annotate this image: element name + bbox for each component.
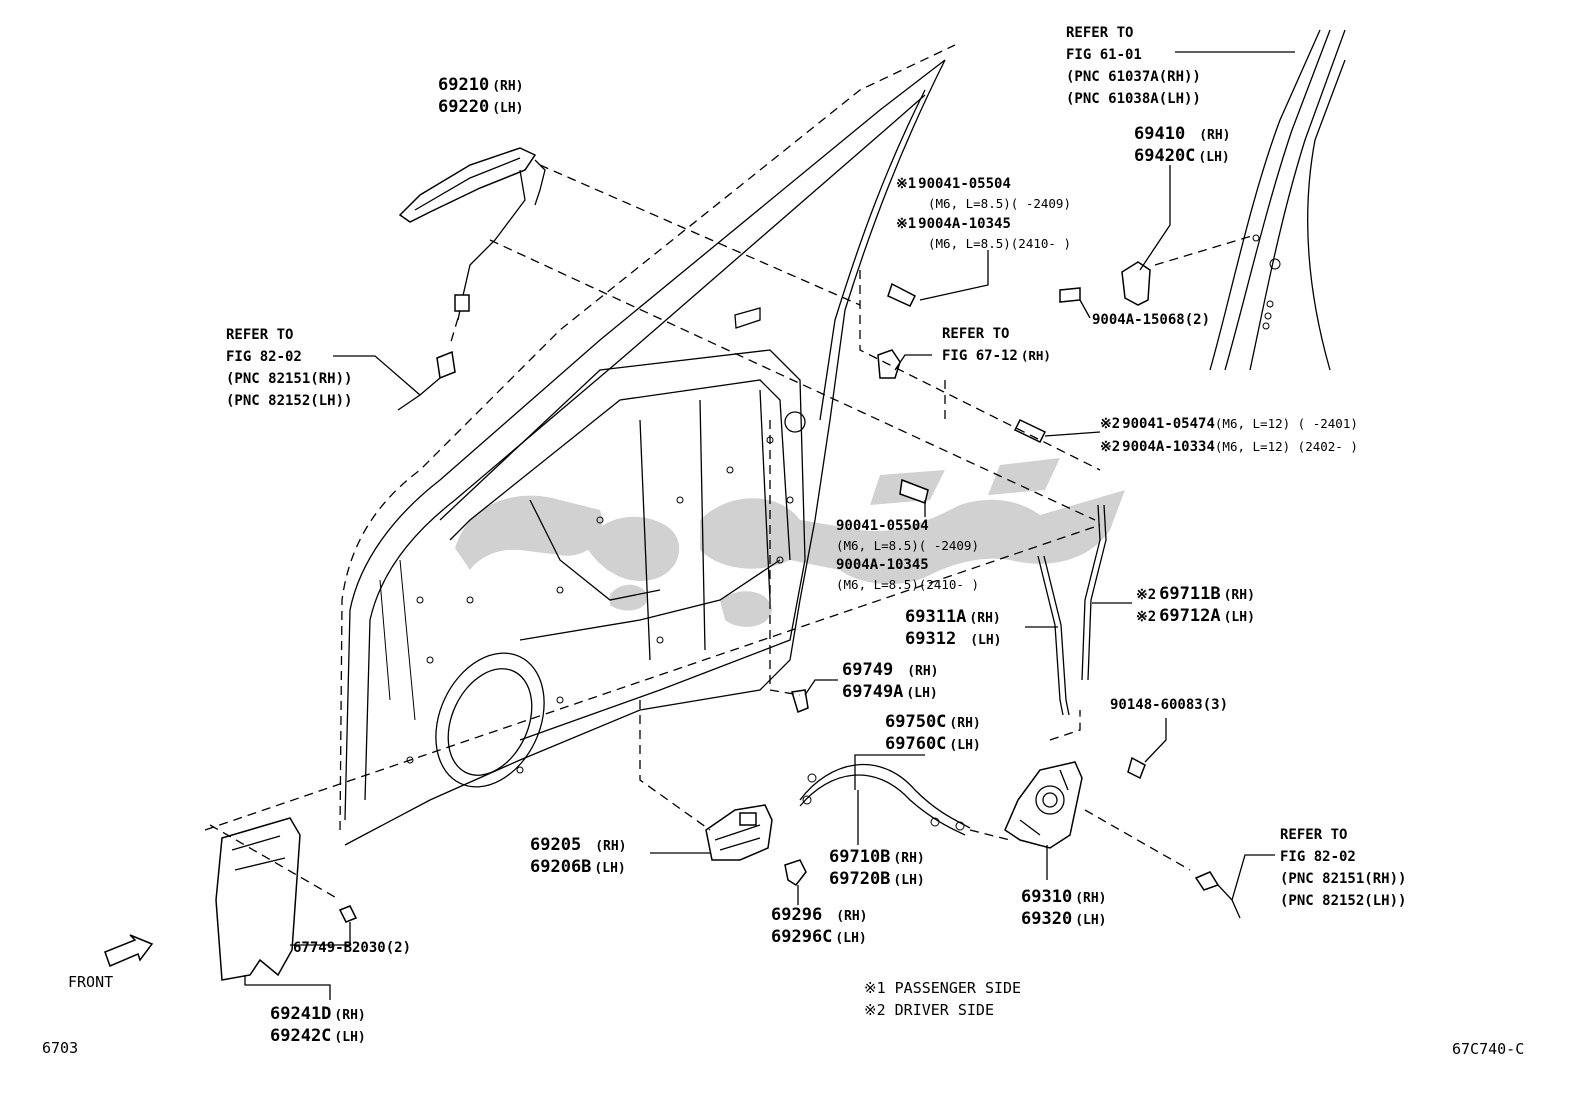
front-arrow-icon — [104, 934, 154, 968]
legend: ※1 PASSENGER SIDE ※2 DRIVER SIDE — [864, 979, 1021, 1019]
callout-69241d: 69241D(RH) 69242C(LH) — [270, 1004, 366, 1046]
callout-69710b: 69710B(RH) 69720B(LH) — [829, 847, 925, 889]
svg-text:REFER TO: REFER TO — [226, 327, 293, 343]
svg-text:FIG 61-01: FIG 61-01 — [1066, 47, 1142, 63]
callout-69410: 69410(RH) 69420C(LH) — [1134, 124, 1231, 166]
svg-text:69312(LH): 69312(LH) — [905, 629, 1002, 649]
svg-text:9004A-15068(2): 9004A-15068(2) — [1092, 312, 1210, 328]
svg-text:69749(RH): 69749(RH) — [842, 660, 939, 680]
svg-text:69241D(RH): 69241D(RH) — [270, 1004, 366, 1024]
svg-text:※1 PASSENGER SIDE: ※1 PASSENGER SIDE — [864, 979, 1021, 997]
figure-code: 67C740-C — [1452, 1040, 1524, 1058]
svg-text:(PNC 82151(RH)): (PNC 82151(RH)) — [226, 371, 352, 387]
svg-text:FIG 82-02: FIG 82-02 — [1280, 849, 1356, 865]
svg-text:90148-60083(3): 90148-60083(3) — [1110, 697, 1228, 713]
striker-and-bolts — [338, 261, 1241, 923]
callout-refer-61-01: REFER TO FIG 61-01 (PNC 61037A(RH)) (PNC… — [1066, 25, 1201, 107]
svg-text:(PNC 61038A(LH)): (PNC 61038A(LH)) — [1066, 91, 1201, 107]
body-pillar — [1209, 29, 1346, 371]
svg-text:(PNC 61037A(RH)): (PNC 61037A(RH)) — [1066, 69, 1201, 85]
svg-text:69242C(LH): 69242C(LH) — [270, 1026, 366, 1046]
projection-lines — [204, 164, 1256, 901]
door-lock — [1004, 761, 1083, 849]
svg-text:67749-B2030(2): 67749-B2030(2) — [293, 940, 411, 956]
svg-text:69220(LH): 69220(LH) — [438, 97, 524, 117]
svg-text:(M6, L=8.5)( -2409): (M6, L=8.5)( -2409) — [836, 538, 979, 553]
svg-text:69710B(RH): 69710B(RH) — [829, 847, 925, 867]
svg-text:69760C(LH): 69760C(LH) — [885, 734, 981, 754]
svg-text:69296(RH): 69296(RH) — [771, 905, 868, 925]
svg-text:90041-05504: 90041-05504 — [836, 518, 929, 534]
svg-text:9004A-10345: 9004A-10345 — [836, 557, 929, 573]
svg-text:69205(RH): 69205(RH) — [530, 835, 627, 855]
svg-text:69320(LH): 69320(LH) — [1021, 909, 1107, 929]
svg-text:REFER TO: REFER TO — [942, 326, 1009, 342]
svg-text:69720B(LH): 69720B(LH) — [829, 869, 925, 889]
svg-text:FIG 82-02: FIG 82-02 — [226, 349, 302, 365]
callout-refer-67-12: REFER TO FIG 67-12(RH) — [942, 326, 1051, 364]
page-code: 6703 — [42, 1039, 78, 1057]
cables — [799, 763, 971, 836]
svg-text:REFER TO: REFER TO — [1066, 25, 1133, 41]
front-label: FRONT — [68, 973, 113, 991]
svg-text:69750C(RH): 69750C(RH) — [885, 712, 981, 732]
svg-text:※2 DRIVER SIDE: ※2 DRIVER SIDE — [864, 1001, 994, 1019]
svg-text:(M6, L=8.5)(2410- ): (M6, L=8.5)(2410- ) — [928, 236, 1071, 251]
callout-69311a: 69311A(RH) 69312(LH) — [905, 607, 1002, 649]
watermark — [455, 458, 1125, 627]
callout-9004a-15068: 9004A-15068(2) — [1092, 312, 1210, 328]
leader-lines — [244, 51, 1295, 1000]
callout-67749-b2030: 67749-B2030(2) — [293, 940, 411, 956]
svg-text:(PNC 82152(LH)): (PNC 82152(LH)) — [1280, 893, 1406, 909]
svg-text:(PNC 82152(LH)): (PNC 82152(LH)) — [226, 393, 352, 409]
svg-text:FIG 67-12(RH): FIG 67-12(RH) — [942, 348, 1051, 364]
callout-90041-05504-mid: 90041-05504 (M6, L=8.5)( -2409) 9004A-10… — [836, 518, 979, 592]
svg-text:(PNC 82151(RH)): (PNC 82151(RH)) — [1280, 871, 1406, 887]
callout-90148-60083: 90148-60083(3) — [1110, 697, 1228, 713]
callout-69296: 69296(RH) 69296C(LH) — [771, 905, 868, 947]
svg-text:69206B(LH): 69206B(LH) — [530, 857, 626, 877]
callout-69749: 69749(RH) 69749A(LH) — [842, 660, 939, 702]
callout-69750c: 69750C(RH) 69760C(LH) — [885, 712, 981, 754]
outside-handle — [397, 147, 546, 411]
callout-69310: 69310(RH) 69320(LH) — [1021, 887, 1107, 929]
callout-refer-82-02-left: REFER TO FIG 82-02 (PNC 82151(RH)) (PNC … — [226, 327, 352, 409]
svg-text:69210(RH): 69210(RH) — [438, 75, 524, 95]
svg-text:69749A(LH): 69749A(LH) — [842, 682, 938, 702]
svg-text:69420C(LH): 69420C(LH) — [1134, 146, 1230, 166]
svg-text:69296C(LH): 69296C(LH) — [771, 927, 867, 947]
svg-text:69311A(RH): 69311A(RH) — [905, 607, 1001, 627]
lock-rods — [1037, 504, 1107, 716]
svg-text:69410(RH): 69410(RH) — [1134, 124, 1231, 144]
callout-69210: 69210(RH) 69220(LH) — [438, 75, 524, 117]
callout-69205: 69205(RH) 69206B(LH) — [530, 835, 627, 877]
inside-handle — [705, 804, 773, 861]
svg-text:(M6, L=8.5)( -2409): (M6, L=8.5)( -2409) — [928, 196, 1071, 211]
svg-text:REFER TO: REFER TO — [1280, 827, 1347, 843]
svg-text:69310(RH): 69310(RH) — [1021, 887, 1107, 907]
door-panel — [339, 44, 956, 846]
callout-refer-82-02-right: REFER TO FIG 82-02 (PNC 82151(RH)) (PNC … — [1280, 827, 1406, 909]
bracket — [215, 817, 301, 981]
svg-text:(M6, L=8.5)(2410- ): (M6, L=8.5)(2410- ) — [836, 577, 979, 592]
